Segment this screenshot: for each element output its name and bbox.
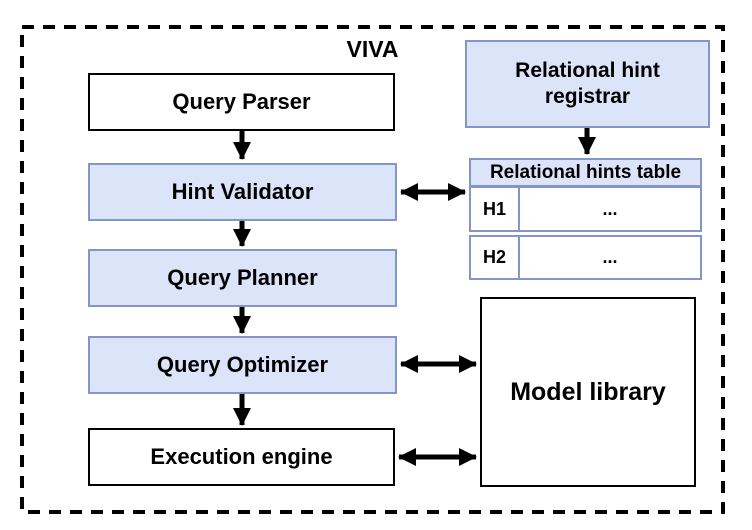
- box-query-optimizer: Query Optimizer: [88, 336, 397, 394]
- box-query-planner-label: Query Planner: [167, 265, 318, 290]
- box-hint-validator: Hint Validator: [88, 163, 397, 221]
- relational-hints-table-title-label: Relational hints table: [489, 161, 682, 183]
- diagram-title: VIVA: [346, 36, 399, 62]
- box-query-parser-label: Query Parser: [172, 89, 311, 114]
- box-model-library: Model library: [480, 297, 696, 487]
- relational-hints-table-title: Relational hints table: [469, 158, 702, 187]
- box-query-planner: Query Planner: [88, 249, 397, 307]
- box-relational-hint-registrar-label: Relational hint registrar: [515, 58, 660, 108]
- table-row: H2 ...: [469, 235, 702, 280]
- box-execution-engine: Execution engine: [88, 428, 395, 486]
- hint-id-cell: H1: [471, 188, 520, 230]
- box-model-library-label: Model library: [510, 377, 666, 406]
- hint-value-cell: ...: [602, 247, 618, 267]
- hint-value-cell: ...: [602, 198, 618, 219]
- box-execution-engine-label: Execution engine: [150, 444, 333, 469]
- box-query-parser: Query Parser: [88, 73, 395, 131]
- hint-id-cell: H2: [471, 237, 520, 278]
- box-relational-hint-registrar: Relational hint registrar: [465, 40, 710, 128]
- box-query-optimizer-label: Query Optimizer: [156, 352, 329, 377]
- box-hint-validator-label: Hint Validator: [171, 179, 314, 204]
- system-boundary: [20, 25, 725, 514]
- table-row: H1 ...: [469, 186, 702, 232]
